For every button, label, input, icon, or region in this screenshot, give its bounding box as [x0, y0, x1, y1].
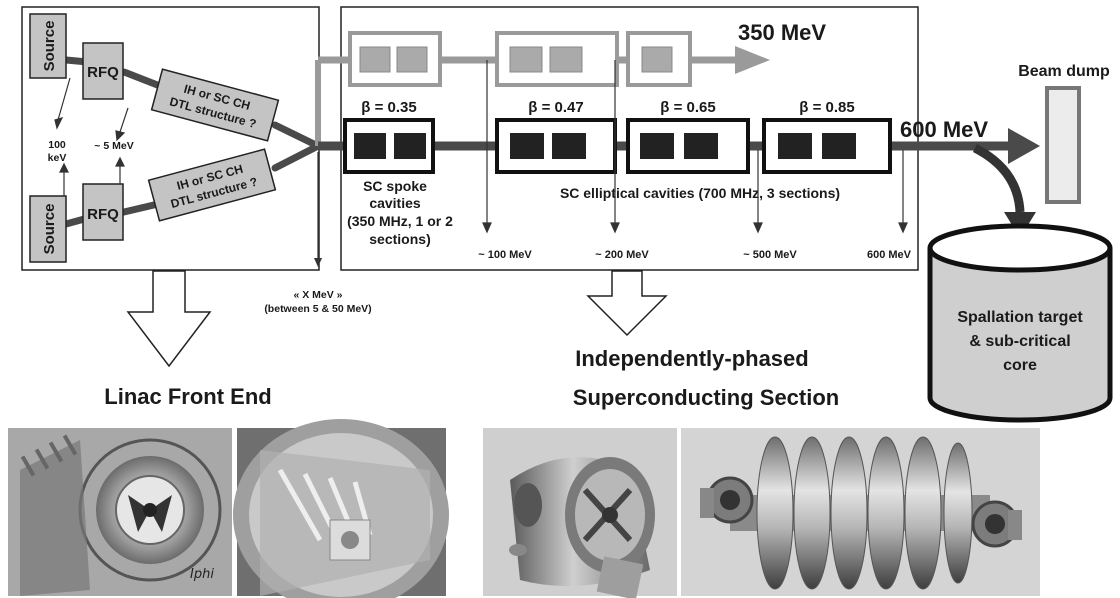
rfq-photo: Iphi	[8, 428, 232, 596]
source-top-box: Source	[29, 13, 67, 79]
source-bottom-label: Source	[41, 204, 58, 255]
rfq-bottom-box: RFQ	[82, 183, 124, 241]
energy-600-main-label: 600 MeV	[900, 117, 988, 142]
dtl-top-box: IH or SC CH DTL structure ?	[150, 68, 280, 142]
arrow-600-head	[1008, 128, 1040, 164]
front-end-panel: Source RFQ IH or SC CH DTL structure ? S…	[21, 6, 322, 271]
light-cryomodule-2	[495, 31, 619, 87]
front-end-frame	[21, 6, 320, 271]
target-label-1: Spallation target	[957, 309, 1083, 326]
energy-100kev-label-2: keV	[48, 152, 67, 164]
elliptical-label: SC elliptical cavities (700 MHz, 3 secti…	[560, 185, 840, 201]
xmev-label-1: « X MeV »	[293, 289, 342, 301]
energy-tap-arrows	[482, 60, 908, 234]
front-end-title: Linac Front End	[104, 384, 271, 409]
source-top-label: Source	[41, 21, 58, 72]
spallation-target: Spallation target & sub-critical core	[927, 223, 1113, 423]
rfq-top-label: RFQ	[87, 64, 119, 81]
source-bottom-box: Source	[29, 195, 67, 263]
dtl-photo	[233, 419, 449, 598]
dark-cryomodule-beta065	[626, 118, 750, 174]
dark-cryomodule-beta047	[495, 118, 617, 174]
cavity-cells	[756, 436, 973, 590]
rfq-bottom-label: RFQ	[87, 206, 119, 223]
energy-arrows-front	[54, 77, 129, 196]
rfq-top-box: RFQ	[82, 42, 124, 100]
iphi-logo-label: Iphi	[190, 567, 214, 582]
dark-cryomodule-spoke	[343, 118, 435, 174]
front-end-down-arrow	[126, 270, 212, 368]
energy-200-label: ~ 200 MeV	[595, 249, 649, 261]
energy-100kev-label-1: 100	[48, 139, 66, 151]
xmev-label-2: (between 5 & 50 MeV)	[264, 303, 371, 315]
energy-500-label: ~ 500 MeV	[743, 249, 797, 261]
dtl-bottom-box: IH or SC CH DTL structure ?	[147, 148, 277, 222]
spoke-label-1: SC spoke	[363, 178, 427, 194]
spoke-label-2: cavities	[369, 195, 421, 211]
beam-dump-label: Beam dump	[1018, 63, 1110, 80]
beta-085-label: β = 0.85	[799, 99, 854, 116]
xmev-marker: « X MeV » (between 5 & 50 MeV)	[264, 152, 372, 315]
light-cryomodule-1	[348, 31, 442, 87]
light-cryomodule-3	[626, 31, 692, 87]
spoke-label-3: (350 MHz, 1 or 2	[347, 213, 453, 229]
energy-600-label: 600 MeV	[867, 249, 912, 261]
energy-350-label: 350 MeV	[738, 20, 826, 45]
beta-035-label: β = 0.35	[361, 99, 416, 116]
spoke-cavity-photo	[483, 428, 677, 598]
beam-dump: Beam dump	[1018, 63, 1110, 204]
beam-dump-box	[1045, 86, 1081, 204]
sc-title-1: Independently-phased	[575, 346, 808, 371]
spoke-label-4: sections)	[369, 231, 430, 247]
target-label-2: & sub-critical	[969, 333, 1070, 350]
arrow-350-head	[735, 46, 770, 74]
beta-065-label: β = 0.65	[660, 99, 715, 116]
energy-100-label: ~ 100 MeV	[478, 249, 532, 261]
sc-title-2: Superconducting Section	[573, 385, 839, 410]
dark-cryomodule-beta085	[762, 118, 892, 174]
beta-047-label: β = 0.47	[528, 99, 583, 116]
sc-down-arrow	[586, 270, 668, 337]
sc-section-panel: 350 MeV 600 MeV	[315, 6, 1040, 271]
elliptical-cavity-photo	[681, 428, 1040, 596]
energy-5mev-label: ~ 5 MeV	[94, 140, 133, 152]
target-label-3: core	[1003, 357, 1037, 374]
